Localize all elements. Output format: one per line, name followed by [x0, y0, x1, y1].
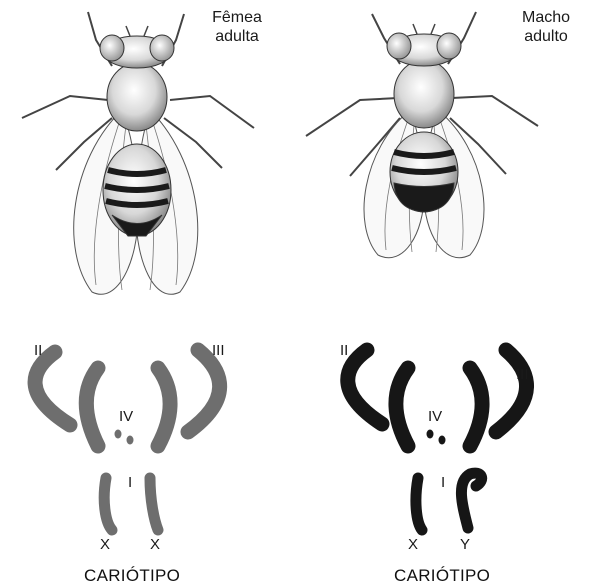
- chromosome-x-right: [150, 478, 158, 530]
- chromosome-iv-dot-2: [127, 436, 134, 445]
- male-label-iv: IV: [428, 408, 442, 425]
- chromosome-x-left: [104, 478, 112, 530]
- chromosome-ii-inner: [86, 368, 98, 446]
- female-fly-illustration: [22, 12, 254, 294]
- female-label-iii: III: [212, 342, 225, 359]
- female-fly-label: Fêmea adulta: [196, 8, 278, 46]
- chromosome-iii-outer: [188, 350, 220, 432]
- female-label-sex-left: X: [100, 536, 110, 553]
- female-label-i: I: [128, 474, 132, 491]
- female-label-ii: II: [34, 342, 42, 359]
- male-label-ii: II: [340, 342, 348, 359]
- female-karyotype-chromosomes: [35, 350, 220, 530]
- male-label-sex-left: X: [408, 536, 418, 553]
- female-label-sex-right: X: [150, 536, 160, 553]
- male-karyotype-chromosomes: [348, 350, 527, 530]
- chromosome-iii-outer: [496, 350, 527, 432]
- chromosome-iii-inner: [470, 368, 482, 446]
- male-karyotype-title: CARIÓTIPO: [394, 566, 490, 586]
- chromosome-iv-dot-2: [439, 436, 446, 445]
- chromosome-ii-outer: [348, 350, 382, 424]
- chromosome-ii-inner: [396, 368, 408, 446]
- male-fly-label: Macho adulto: [510, 8, 582, 46]
- chromosome-x: [416, 478, 422, 530]
- chromosome-ii-outer: [35, 352, 70, 425]
- male-label-i: I: [441, 474, 445, 491]
- chromosome-iv-dot-1: [115, 430, 122, 439]
- chromosome-y: [461, 473, 481, 528]
- chromosome-iv-dot-1: [427, 430, 434, 439]
- male-label-sex-right: Y: [460, 536, 470, 553]
- male-fly-illustration: [306, 12, 538, 258]
- female-label-iv: IV: [119, 408, 133, 425]
- chromosome-iii-inner: [158, 368, 170, 446]
- male-label-iii: III: [516, 366, 529, 383]
- female-karyotype-title: CARIÓTIPO: [84, 566, 180, 586]
